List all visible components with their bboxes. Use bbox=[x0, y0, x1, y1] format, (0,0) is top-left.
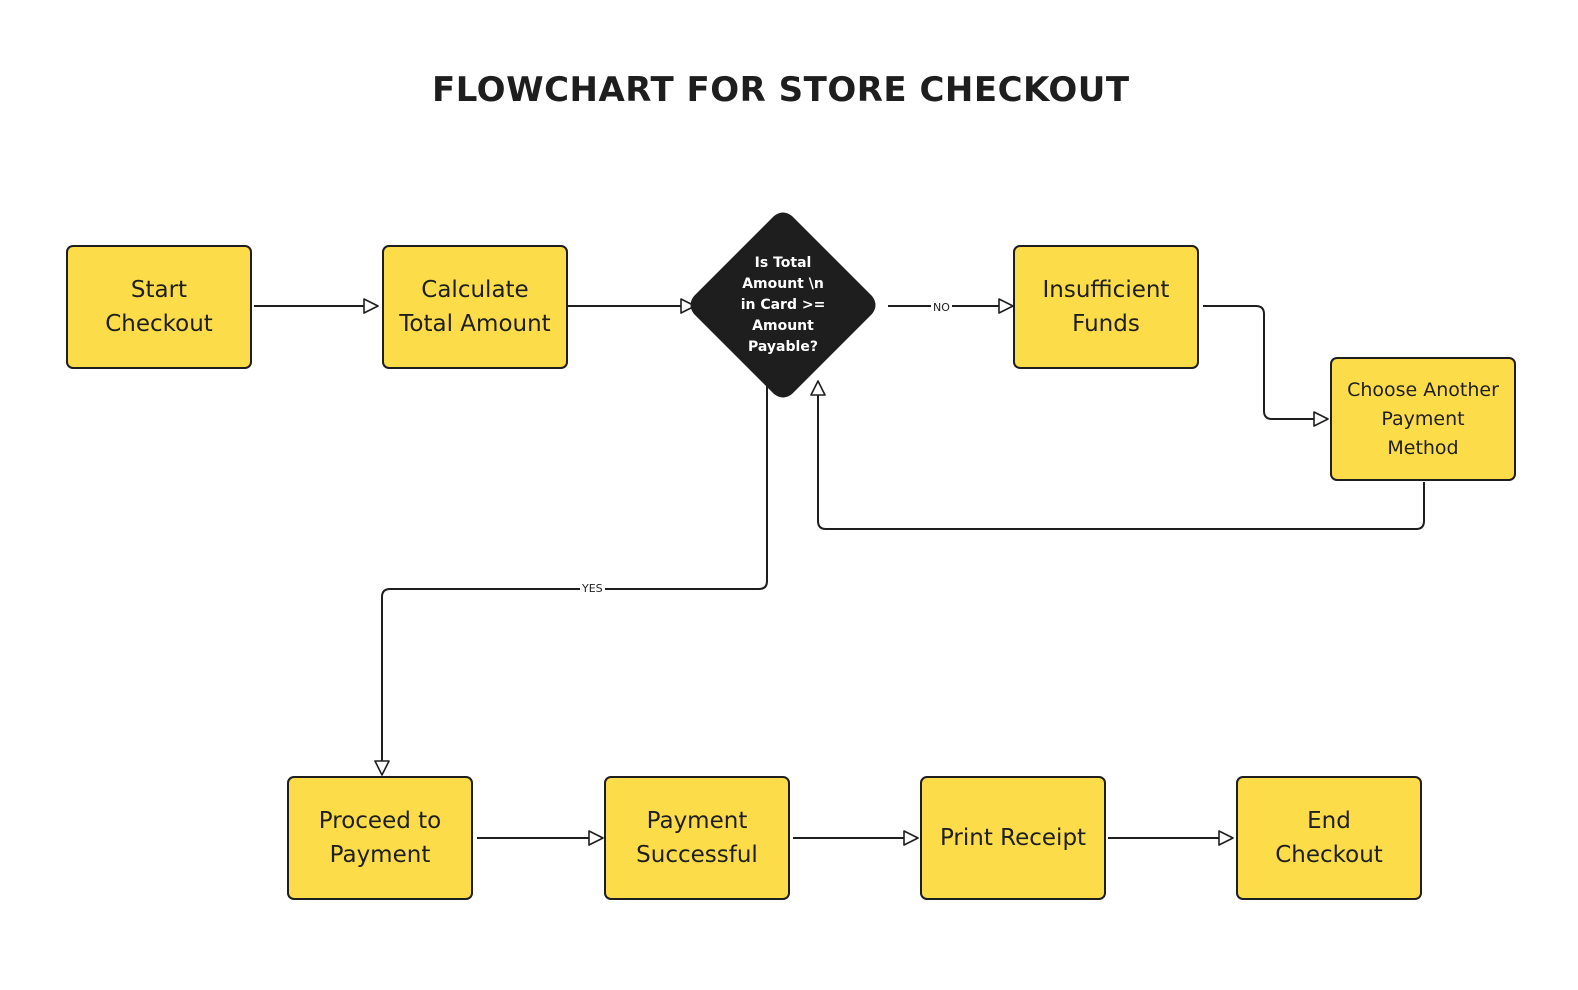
diagram-title: FLOWCHART FOR STORE CHECKOUT bbox=[432, 70, 1130, 110]
edge-label-yes: YES bbox=[580, 582, 605, 596]
decision-node: Is Total Amount \n in Card >= Amount Pay… bbox=[690, 212, 876, 398]
node-proceed-to-payment: Proceed to Payment bbox=[287, 776, 473, 900]
node-payment-successful: Payment Successful bbox=[604, 776, 790, 900]
decision-text: Is Total Amount \n in Card >= Amount Pay… bbox=[740, 254, 826, 355]
node-insufficient-funds: Insufficient Funds bbox=[1013, 245, 1199, 369]
edge-insufficient-to-choose bbox=[1203, 305, 1329, 427]
node-print-receipt: Print Receipt bbox=[920, 776, 1106, 900]
node-calculate-total: Calculate Total Amount bbox=[382, 245, 568, 369]
edge-choose-to-decision bbox=[810, 380, 1425, 530]
edge-decision-yes-to-proceed bbox=[374, 385, 768, 776]
edge-label-no: NO bbox=[931, 301, 952, 315]
node-start-checkout: Start Checkout bbox=[66, 245, 252, 369]
node-end-checkout: End Checkout bbox=[1236, 776, 1422, 900]
decision-diamond bbox=[690, 212, 876, 398]
node-choose-another-payment: Choose Another Payment Method bbox=[1330, 357, 1516, 481]
